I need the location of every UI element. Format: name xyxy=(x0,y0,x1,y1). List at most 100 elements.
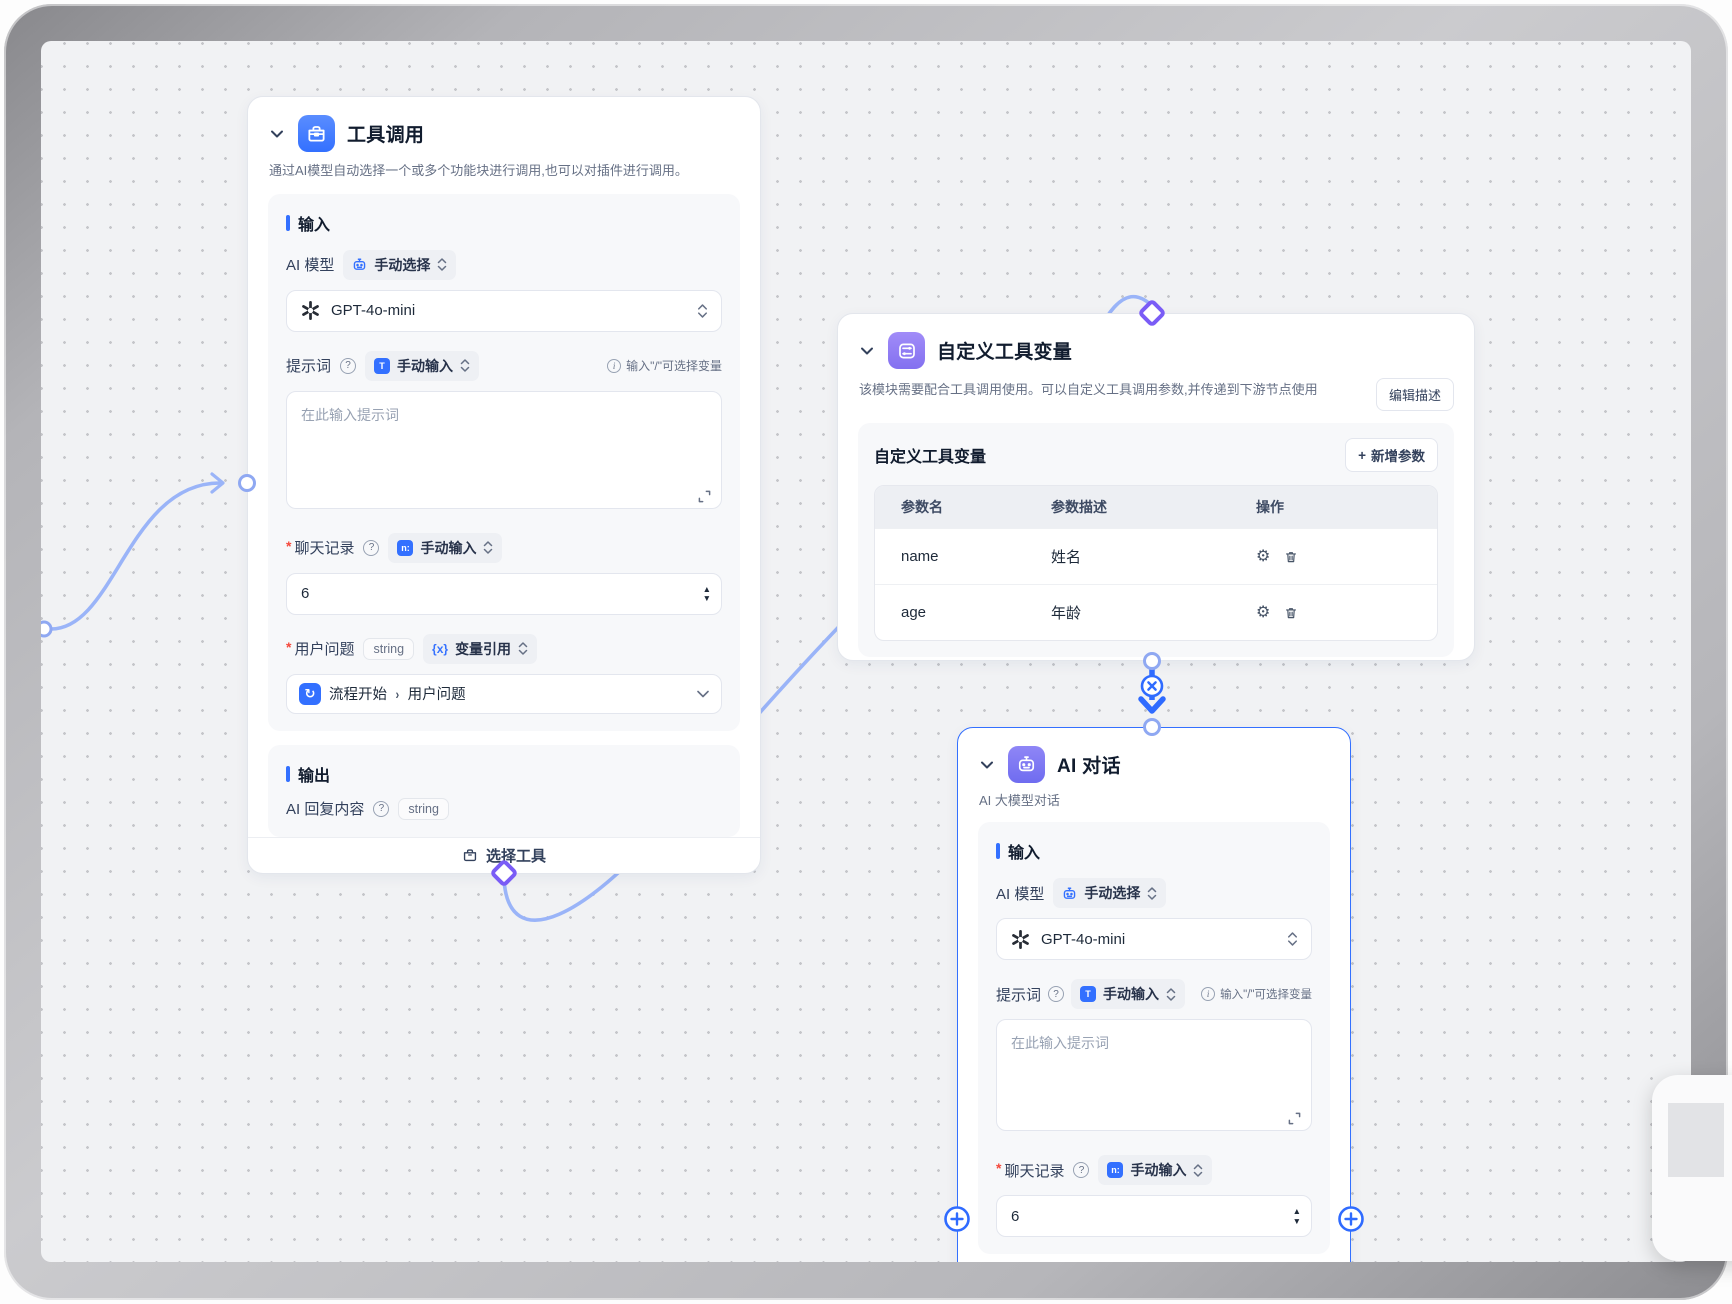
plus-icon: + xyxy=(1358,447,1366,463)
updown-chevron-icon xyxy=(460,359,470,372)
question-icon[interactable]: ? xyxy=(373,800,390,817)
number-input-icon: n: xyxy=(397,539,414,556)
updown-chevron-icon xyxy=(438,258,447,271)
gear-icon[interactable]: ⚙ xyxy=(1256,603,1271,621)
prompt-mode-value: 手动输入 xyxy=(397,357,454,374)
chevron-right-icon: › xyxy=(395,685,400,702)
section-title: 输入 xyxy=(1008,845,1041,862)
model-mode-value: 手动选择 xyxy=(374,256,431,273)
updown-chevron-icon xyxy=(1148,886,1157,900)
param-name: name xyxy=(875,528,1025,584)
variable-source: 流程开始 xyxy=(329,687,387,703)
select-tool-button[interactable]: 选择工具 xyxy=(248,836,760,874)
edge-arrowhead-icon xyxy=(1138,696,1166,714)
type-tag: string xyxy=(363,637,415,660)
section-title: 输入 xyxy=(298,216,331,234)
stepper-up-icon: ▲ xyxy=(1292,1206,1301,1216)
robot-icon xyxy=(1064,887,1076,899)
model-value: GPT-4o-mini xyxy=(1041,930,1126,948)
question-icon[interactable]: ? xyxy=(363,539,380,556)
updown-chevron-icon xyxy=(1194,1163,1203,1177)
history-label: 聊天记录 xyxy=(1004,1162,1065,1180)
node-custom-vars[interactable]: 自定义工具变量 该模块需要配合工具调用使用。可以自定义工具调用参数,并传递到下游… xyxy=(837,313,1475,661)
expand-icon[interactable] xyxy=(1288,1112,1301,1125)
stepper-up-icon: ▲ xyxy=(702,583,711,594)
number-stepper[interactable]: ▲ ▼ xyxy=(702,583,711,603)
flow-start-icon: ↻ xyxy=(299,682,321,705)
toolbox-icon xyxy=(298,115,335,152)
text-input-icon: T xyxy=(374,357,391,374)
model-mode-dropdown[interactable]: 手动选择 xyxy=(1053,878,1167,908)
node-tool-call[interactable]: 工具调用 通过AI模型自动选择一个或多个功能块进行调用,也可以对插件进行调用。 … xyxy=(247,96,761,874)
params-table: 参数名 参数描述 操作 name 姓名 ⚙ xyxy=(874,485,1438,641)
question-icon[interactable]: ? xyxy=(340,357,357,374)
minimap-node xyxy=(1668,1103,1724,1177)
number-stepper[interactable]: ▲ ▼ xyxy=(1293,1207,1301,1225)
updown-chevron-icon xyxy=(697,303,708,318)
collapse-chevron-icon[interactable] xyxy=(978,756,996,774)
history-count-input[interactable] xyxy=(301,585,703,602)
edge-delete-button xyxy=(1140,674,1164,698)
prompt-textarea[interactable] xyxy=(286,390,722,509)
model-select[interactable]: GPT-4o-mini xyxy=(996,918,1312,960)
edge-incoming-arrow xyxy=(210,472,225,494)
updown-chevron-icon xyxy=(518,642,528,655)
openai-logo-icon xyxy=(1012,929,1029,949)
add-param-button[interactable]: + 新增参数 xyxy=(1345,438,1438,472)
input-section: 输入 AI 模型 手动选择 GPT-4o-mini xyxy=(978,822,1330,1254)
required-mark: * xyxy=(286,638,292,655)
collapse-chevron-icon[interactable] xyxy=(858,342,876,360)
question-mode-dropdown[interactable]: {x} 变量引用 xyxy=(423,633,538,664)
history-count-input[interactable] xyxy=(1011,1207,1293,1225)
table-row: age 年龄 ⚙ xyxy=(875,584,1437,640)
expand-icon[interactable] xyxy=(698,490,711,503)
trash-icon[interactable] xyxy=(1283,549,1299,565)
trash-icon[interactable] xyxy=(1283,605,1299,621)
prompt-mode-dropdown[interactable]: T 手动输入 xyxy=(365,350,480,381)
col-header-ops: 操作 xyxy=(1230,486,1437,528)
edge-incoming xyxy=(49,481,222,631)
custom-vars-panel: 自定义工具变量 + 新增参数 参数名 参数描述 操作 xyxy=(858,423,1454,657)
required-mark: * xyxy=(996,1160,1002,1176)
toolbox-small-icon xyxy=(463,849,477,862)
col-header-name: 参数名 xyxy=(875,486,1025,528)
node-title: 自定义工具变量 xyxy=(937,342,1073,363)
question-icon[interactable]: ? xyxy=(1048,986,1065,1002)
node-ai-chat[interactable]: AI 对话 AI 大模型对话 输入 AI 模型 手动选择 xyxy=(957,727,1351,1262)
model-select[interactable]: GPT-4o-mini xyxy=(286,289,722,332)
prompt-mode-dropdown[interactable]: T 手动输入 xyxy=(1071,979,1186,1009)
question-mode-value: 变量引用 xyxy=(455,640,512,657)
workflow-canvas[interactable]: 工具调用 通过AI模型自动选择一个或多个功能块进行调用,也可以对插件进行调用。 … xyxy=(41,41,1691,1262)
gear-icon[interactable]: ⚙ xyxy=(1256,547,1271,565)
collapse-chevron-icon[interactable] xyxy=(268,125,286,143)
ai-model-label: AI 模型 xyxy=(286,257,335,274)
section-accent-bar xyxy=(286,214,290,231)
prompt-textarea[interactable] xyxy=(996,1019,1312,1131)
node-title: AI 对话 xyxy=(1057,756,1121,777)
history-mode-dropdown[interactable]: n: 手动输入 xyxy=(1098,1155,1213,1185)
question-icon[interactable]: ? xyxy=(1073,1162,1090,1178)
edge-incoming-source-handle xyxy=(41,620,53,638)
node-title: 工具调用 xyxy=(347,125,425,146)
minimap-panel[interactable] xyxy=(1652,1075,1732,1261)
openai-logo-icon xyxy=(302,301,319,320)
section-accent-bar xyxy=(286,765,290,782)
chevron-down-icon xyxy=(697,690,709,697)
model-value: GPT-4o-mini xyxy=(331,302,416,319)
robot-icon xyxy=(354,258,366,270)
edit-description-button[interactable]: 编辑描述 xyxy=(1375,378,1454,411)
prompt-hint: i 输入"/"可选择变量 xyxy=(607,357,722,374)
history-mode-value: 手动输入 xyxy=(420,539,477,556)
info-icon: i xyxy=(1201,987,1216,1001)
stepper-down-icon: ▼ xyxy=(702,593,711,603)
model-mode-dropdown[interactable]: 手动选择 xyxy=(343,249,457,280)
history-label: 聊天记录 xyxy=(294,540,355,557)
prompt-label: 提示词 xyxy=(996,986,1042,1004)
section-title: 输出 xyxy=(298,767,331,785)
prompt-label: 提示词 xyxy=(286,358,332,375)
history-mode-dropdown[interactable]: n: 手动输入 xyxy=(388,532,503,563)
robot-icon xyxy=(1008,746,1045,783)
question-variable-select[interactable]: ↻ 流程开始 › 用户问题 xyxy=(286,673,722,714)
stepper-down-icon: ▼ xyxy=(1292,1215,1301,1226)
